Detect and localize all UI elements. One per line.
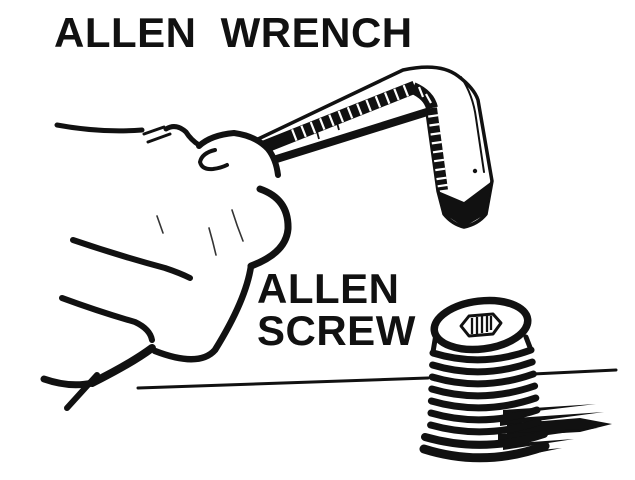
surface-line-right: [531, 368, 618, 376]
screw-hex-socket: [459, 312, 503, 338]
work-surface-line: [136, 368, 618, 390]
wrench-facet-dot: [472, 168, 478, 174]
hatch-ticks-bend: [417, 86, 432, 104]
surface-line-left: [136, 376, 430, 390]
wrench-hex-tip: [438, 181, 492, 227]
label-allen-screw-line1: ALLEN: [257, 265, 400, 312]
allen-screw-icon: [419, 296, 612, 463]
hand-gripping-wrench: [40, 122, 292, 411]
wrench-facet-line: [460, 76, 485, 173]
label-allen-screw: ALLEN SCREW: [257, 268, 416, 352]
hatch-ticks-long-arm: [291, 84, 410, 142]
facet-ticks: [315, 118, 340, 140]
wrench-outline: [200, 65, 494, 229]
hatch-ticks-short-arm: [428, 114, 448, 188]
hand-outline: [40, 122, 292, 411]
wrench-hatch-band: [256, 80, 448, 191]
title-allen-wrench: ALLEN WRENCH: [54, 9, 413, 56]
hand-fill: [44, 125, 290, 386]
screw-threads: [419, 331, 550, 463]
label-allen-screw-line2: SCREW: [257, 307, 416, 354]
hand-shading: [156, 209, 244, 256]
